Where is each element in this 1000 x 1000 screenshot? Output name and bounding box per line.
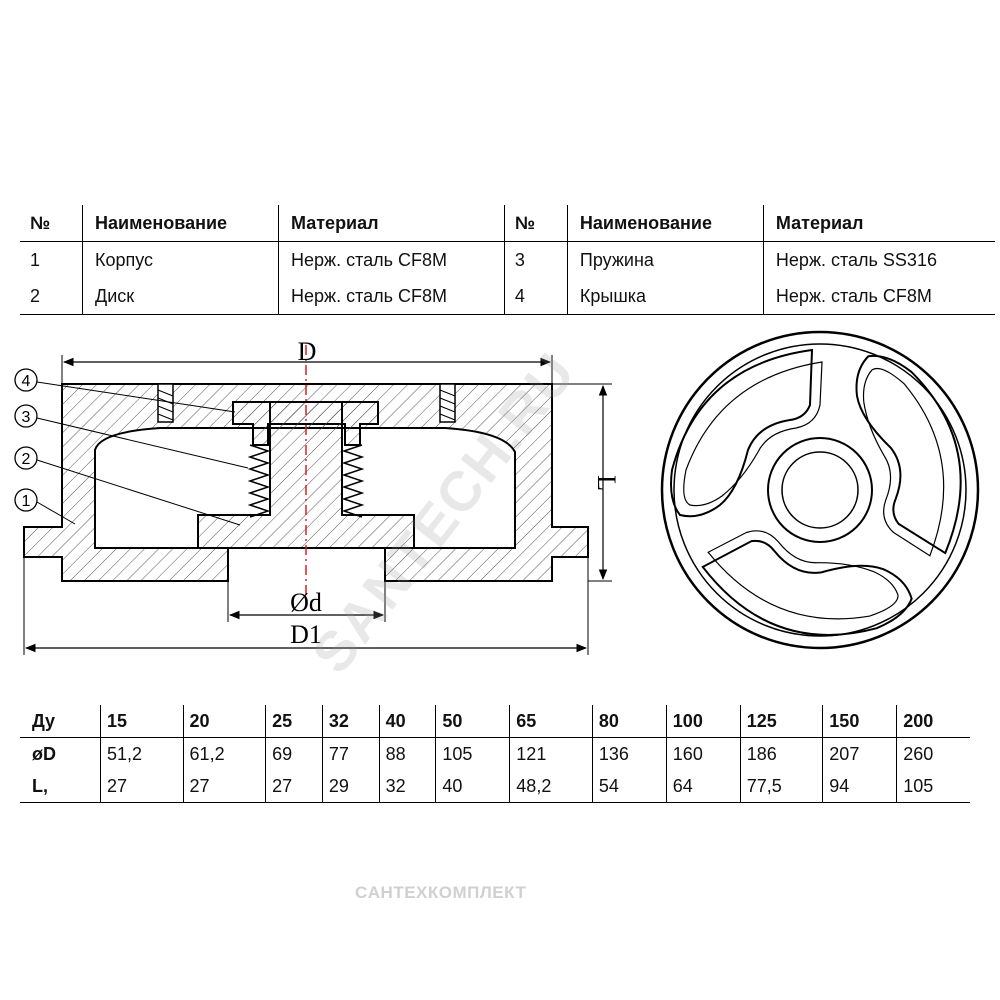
svg-text:4: 4: [22, 373, 31, 390]
callout-4: 4: [14, 368, 236, 413]
table-cell: 32: [378, 770, 436, 803]
row-header: øD: [32, 743, 56, 764]
front-view: [660, 330, 1000, 691]
callout-1: 1: [14, 488, 76, 525]
header-cell: Наименование: [81, 205, 279, 242]
table-cell: 50: [435, 705, 510, 738]
table-cell: 2: [20, 278, 83, 315]
table-cell: 69: [265, 737, 323, 770]
dimension-D: D: [61, 337, 553, 384]
front-view-slot: [670, 348, 823, 518]
header-cell: Материал: [278, 205, 505, 242]
svg-text:1: 1: [22, 493, 31, 510]
table-cell: 80: [591, 705, 667, 738]
header-cell: №: [20, 205, 83, 242]
table-cell: 121: [509, 737, 593, 770]
table-cell: 94: [822, 770, 897, 803]
table-cell: Корпус: [81, 241, 279, 278]
table-cell: 40: [435, 770, 510, 803]
table-cell: 1: [30, 249, 41, 270]
table-cell: 65: [509, 705, 593, 738]
watermark-footer: СAНТЕХКОМПЛЕКТ: [355, 883, 527, 902]
table-cell: 3: [503, 241, 568, 278]
table-cell: Нерж. сталь CF8M: [762, 278, 995, 315]
table-cell: Крышка: [566, 278, 764, 315]
svg-text:2: 2: [22, 451, 31, 468]
table-cell: 20: [182, 705, 266, 738]
dimensions-table: Ду 15 20 25 32 40 50 65 80 100 125 150 2…: [20, 705, 970, 803]
svg-text:3: 3: [22, 409, 31, 426]
parts-table: № Наименование Материал № Наименование М…: [20, 205, 995, 315]
header-cell: Наименование: [566, 205, 764, 242]
table-cell: 207: [822, 737, 897, 770]
table-cell: 150: [822, 705, 897, 738]
dimension-D1-label: D1: [290, 620, 322, 649]
table-cell: 48,2: [509, 770, 593, 803]
valve-drawing: D L Ød D1 4 3 2 1: [14, 330, 1000, 691]
dimension-d: Ød: [227, 581, 386, 622]
table-cell: 51,2: [100, 737, 184, 770]
table-cell: 25: [265, 705, 323, 738]
header-cell: Материал: [762, 205, 995, 242]
table-cell: 200: [896, 705, 970, 738]
table-cell: 136: [591, 737, 667, 770]
table-cell: 54: [591, 770, 667, 803]
dimension-D1: D1: [23, 557, 589, 655]
table-cell: 64: [665, 770, 741, 803]
table-cell: 125: [739, 705, 823, 738]
dimensions-row-l: L, 27 27 27 29 32 40 48,2 54 64 77,5 94 …: [20, 770, 970, 803]
spring: [247, 444, 365, 518]
table-cell: 260: [896, 737, 970, 770]
table-cell: 88: [378, 737, 436, 770]
table-cell: 15: [100, 705, 184, 738]
callout-2: 2: [14, 446, 241, 526]
table-cell: 4: [503, 278, 568, 315]
table-cell: 77,5: [739, 770, 823, 803]
table-cell: Нерж. сталь CF8M: [278, 278, 505, 315]
table-cell: 27: [265, 770, 323, 803]
dimension-d-label: Ød: [290, 588, 322, 617]
table-cell: 160: [665, 737, 741, 770]
table-cell: 105: [435, 737, 510, 770]
dimension-L: L: [552, 383, 621, 582]
table-row: 2 Диск Нерж. сталь CF8M 4 Крышка Нерж. с…: [20, 278, 995, 315]
table-cell: 105: [896, 770, 970, 803]
table-cell: Пружина: [566, 241, 764, 278]
table-row: 1 Корпус Нерж. сталь CF8M 3 Пружина Нерж…: [20, 241, 995, 278]
table-cell: 100: [665, 705, 741, 738]
table-cell: 27: [182, 770, 266, 803]
row-header: Ду: [20, 705, 101, 738]
table-cell: 77: [321, 737, 380, 770]
dimension-D-label: D: [298, 337, 317, 366]
row-header: L,: [20, 770, 101, 803]
table-cell: Нерж. сталь CF8M: [278, 241, 505, 278]
dimension-L-label: L: [592, 475, 621, 491]
table-cell: 40: [378, 705, 436, 738]
table-cell: Диск: [81, 278, 279, 315]
callout-3: 3: [14, 404, 249, 469]
table-cell: 61,2: [182, 737, 266, 770]
table-cell: 186: [739, 737, 823, 770]
table-cell: 29: [321, 770, 380, 803]
header-cell: №: [503, 205, 568, 242]
parts-table-header: № Наименование Материал № Наименование М…: [20, 205, 995, 242]
table-cell: 27: [100, 770, 184, 803]
table-cell: Нерж. сталь SS316: [762, 241, 995, 278]
dimensions-row-dn: Ду 15 20 25 32 40 50 65 80 100 125 150 2…: [20, 705, 970, 738]
table-cell: 32: [321, 705, 380, 738]
dimensions-row-od: øD 51,2 61,2 69 77 88 105 121 136 160 18…: [20, 737, 970, 770]
